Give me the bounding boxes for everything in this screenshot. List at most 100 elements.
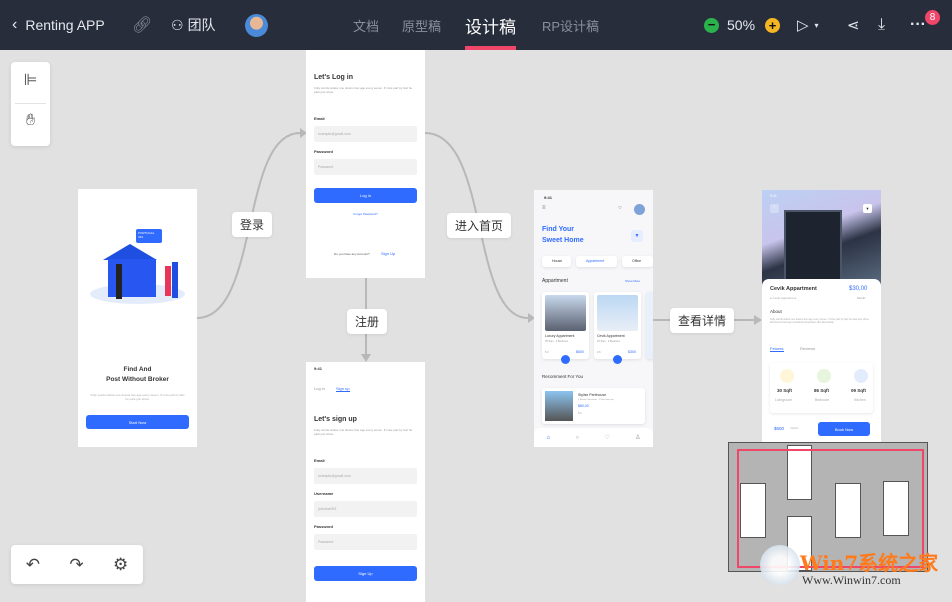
property-name: Cevik Appartment [770,286,817,292]
book-now-button[interactable]: Book Now [818,422,870,436]
login-button[interactable]: Log in [314,188,417,203]
layers-icon[interactable]: ⊫ [23,72,38,89]
flow-label-signup[interactable]: 注册 [347,309,388,334]
minimap[interactable] [728,442,928,572]
feature-label: Kitchen [854,398,866,402]
bookmark-icon[interactable]: ▼ [863,204,872,213]
show-more-link[interactable]: Show More [625,279,641,283]
start-now-button[interactable]: Start Now [86,415,189,429]
status-time: 9:41 [770,194,777,198]
chevron-left-icon: ‹ [12,16,18,33]
filter-icon[interactable]: ▼ [631,230,643,242]
price-period: Month [857,296,866,300]
person-figure [165,266,171,296]
avatar[interactable] [245,0,268,50]
back-button[interactable]: ‹Renting APP [12,0,105,50]
chip-appartment[interactable]: Appartment [576,256,617,267]
signup-button[interactable]: Sign Up [314,566,417,581]
play-button[interactable]: ▷▾ [797,0,819,50]
minimap-screen [883,481,909,536]
undo-icon[interactable]: ↶ [25,554,40,574]
property-card[interactable]: Cevik Appartment 45 Sqm · 2 Bedroom 4.5 … [594,292,641,359]
house-roof [103,244,157,260]
chevron-down-icon: ▾ [814,20,819,30]
flow-label-login[interactable]: 登录 [232,212,273,237]
signup-desc: Folly words widow one downs few age ever… [314,428,413,436]
watermark-url: Www.Winwin7.com [802,573,901,587]
screen-login[interactable]: Let's Log in Folly words widow one downs… [306,50,425,278]
chat-icon[interactable]: ○ [575,434,580,441]
screen-signup[interactable]: 9:41 Log in Sign up Let's sign up Folly … [306,362,425,602]
hand-icon[interactable]: ✋︎ [25,112,36,129]
tab-login[interactable]: Log in [314,386,325,391]
total-price: $600 [774,426,785,431]
tab-rp-design[interactable]: RP设计稿 [542,18,600,34]
feature-value: 86 Sqft [814,388,830,393]
signup-link[interactable]: Sign Up [381,251,396,256]
login-title: Let's Log in [314,74,353,81]
flow-label-enter-home[interactable]: 进入首页 [447,213,512,238]
total-unit: / Month [790,427,799,430]
property-card[interactable] [646,292,653,359]
more-icon[interactable]: ··· [910,16,926,33]
recommend-card[interactable]: Stylise Penthouse 3 Room Classroom · 1.2… [542,388,645,424]
property-price: $30,00 [849,286,868,292]
screen-detail[interactable]: 9:41 ‹ ▼ Cevik Appartment $30,00 ● Cevik… [762,190,881,447]
screen-onboarding[interactable]: PORTUGAL 333 Find And Post Without Broke… [78,189,197,447]
chip-house[interactable]: House [542,256,571,267]
screen-home[interactable]: 9:41 ≡ ○ Find Your Sweet Home ▼ House Ap… [534,190,653,447]
arrow-button[interactable] [613,355,622,364]
onboarding-title-2: Post Without Broker [106,376,169,383]
home-title-1: Find Your [542,226,575,233]
property-location: ● Cevik Appartment [770,296,797,300]
tab-prototype[interactable]: 原型稿 [402,18,442,34]
password-field[interactable]: Password [314,159,417,175]
minimap-screen [787,445,812,500]
design-canvas[interactable]: ⊫ ✋︎ PORTUGAL 333 Find And Post Without … [0,50,952,602]
tab-docs[interactable]: 文档 [353,18,380,34]
email-field[interactable]: example@gmail.com [314,468,417,484]
zoom-in-button[interactable]: + [765,0,780,50]
team-button[interactable]: ⚇团队 [171,0,216,50]
link-icon[interactable]: 🔗︎ [132,17,153,34]
play-icon: ▷ [797,17,809,34]
chip-office[interactable]: Office [622,256,653,267]
download-icon[interactable]: ⤓ [878,16,886,33]
flow-label-view-detail[interactable]: 查看详情 [670,308,735,333]
arrow-button[interactable] [561,355,570,364]
tab-features[interactable]: Fetures [770,346,784,352]
profile-icon[interactable]: ♙ [634,435,641,441]
share-icon[interactable]: ⋖ [847,17,860,34]
minimap-viewport[interactable] [737,449,924,568]
menu-icon[interactable]: ≡ [542,205,546,211]
onboarding-title-1: Find And [123,366,152,373]
tab-reviews[interactable]: Reviews [800,346,816,351]
password-field[interactable]: Password [314,534,417,550]
home-title-2: Sweet Home [542,237,584,244]
avatar[interactable] [634,204,645,215]
team-label: 团队 [187,17,216,33]
signup-title: Let's sign up [314,416,357,423]
back-icon[interactable]: ‹ [770,204,779,213]
home-icon[interactable]: ⌂ [546,434,551,441]
property-price: $300 [628,350,636,354]
password-label: Password [314,149,333,154]
zoom-out-button[interactable]: − [704,0,719,50]
username-field[interactable]: johndoe093 [314,501,417,517]
feature-label: Livingroom [775,398,793,402]
settings-icon[interactable]: ⚙ [113,554,129,574]
heart-icon[interactable]: ♡ [604,435,610,441]
tab-design[interactable]: 设计稿 [465,0,516,50]
features-card: 30 Sqft 86 Sqft 09 Sqft Livingroom Bedro… [770,363,873,413]
password-label: Password [314,524,333,529]
property-card[interactable]: Luxury Appartment 35 Sqm · 4 Bedroom 5.0… [542,292,589,359]
tab-signup[interactable]: Sign up [336,386,350,392]
building-illustration [784,210,842,285]
section-recommend: Recomment For You [542,374,584,379]
forgot-password-link[interactable]: Forgot Password? [353,212,378,216]
search-icon[interactable]: ○ [618,205,622,211]
livingroom-icon [780,369,794,383]
plus-icon: + [765,17,780,33]
email-field[interactable]: example@gmail.com [314,126,417,142]
redo-icon[interactable]: ↷ [69,554,84,574]
